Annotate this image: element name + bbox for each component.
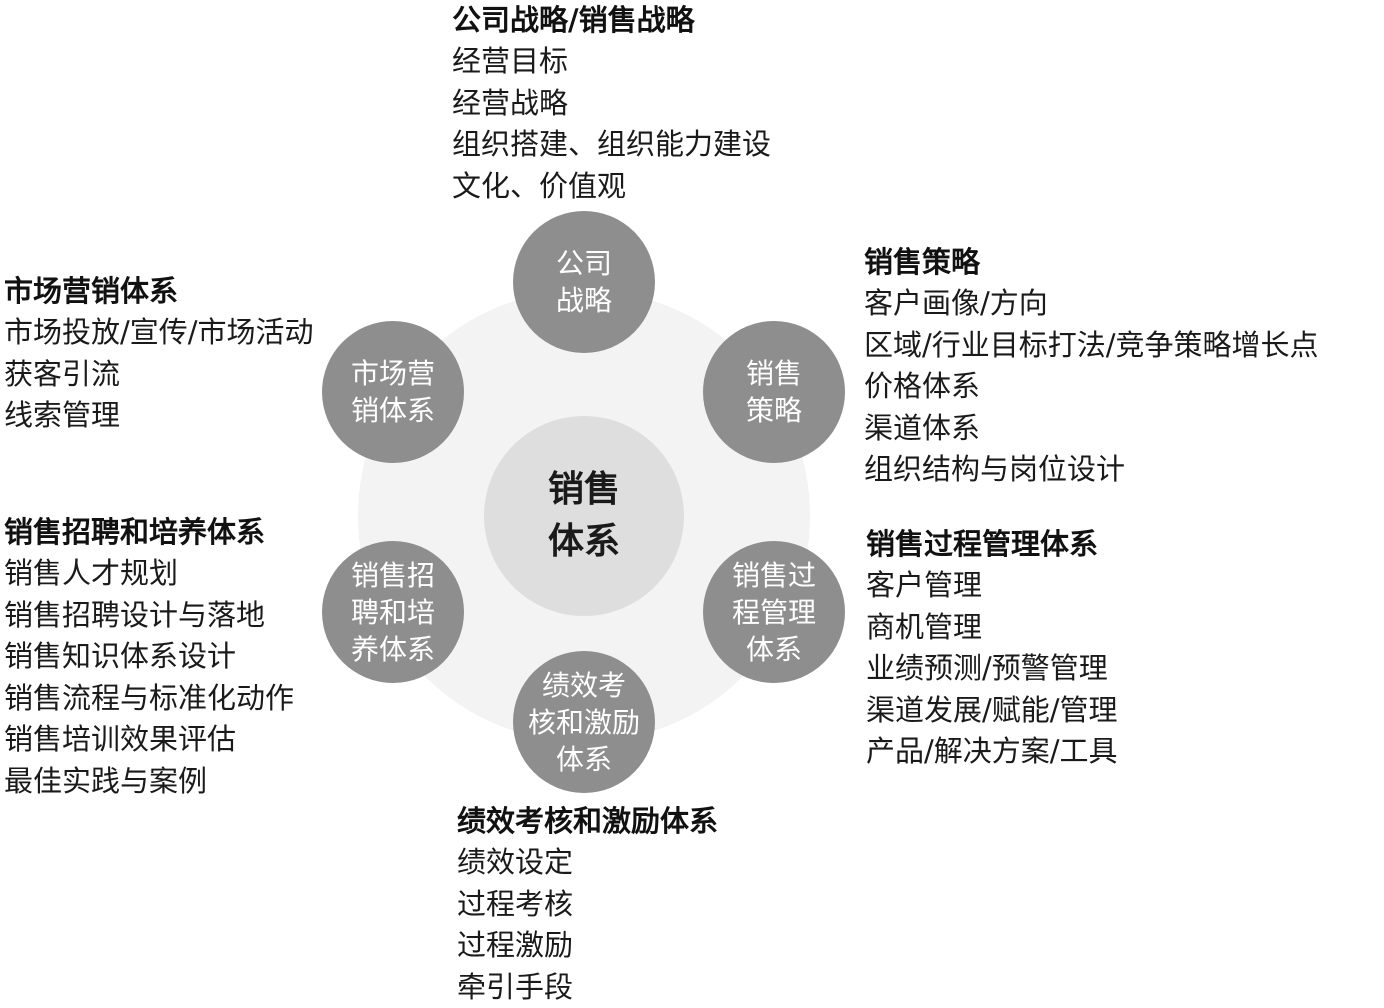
list-item: 渠道体系 bbox=[864, 408, 1319, 450]
node-marketing-label: 市场营 销体系 bbox=[351, 355, 435, 429]
block-company-strategy: 公司战略/销售战略 经营目标 经营战略 组织搭建、组织能力建设 文化、价值观 bbox=[452, 0, 771, 207]
list-item: 客户画像/方向 bbox=[864, 283, 1319, 325]
block-company-strategy-title: 公司战略/销售战略 bbox=[452, 0, 771, 41]
block-performance-incentive-title: 绩效考核和激励体系 bbox=[457, 801, 718, 842]
list-item: 获客引流 bbox=[4, 354, 314, 396]
list-item: 绩效设定 bbox=[457, 842, 718, 884]
node-performance-incentive: 绩效考 核和激励 体系 bbox=[513, 651, 655, 793]
node-recruit-training-label: 销售招 聘和培 养体系 bbox=[351, 557, 435, 668]
list-item: 文化、价值观 bbox=[452, 166, 771, 208]
list-item: 市场投放/宣传/市场活动 bbox=[4, 312, 314, 354]
node-sales-policy-label: 销售 策略 bbox=[746, 355, 802, 429]
list-item: 业绩预测/预警管理 bbox=[866, 648, 1118, 690]
list-item: 经营目标 bbox=[452, 41, 771, 83]
block-recruit-training: 销售招聘和培养体系 销售人才规划 销售招聘设计与落地 销售知识体系设计 销售流程… bbox=[4, 512, 294, 802]
list-item: 客户管理 bbox=[866, 565, 1118, 607]
list-item: 线索管理 bbox=[4, 395, 314, 437]
block-recruit-training-title: 销售招聘和培养体系 bbox=[4, 512, 294, 553]
block-sales-policy-list: 客户画像/方向 区域/行业目标打法/竞争策略增长点 价格体系 渠道体系 组织结构… bbox=[864, 283, 1319, 491]
list-item: 价格体系 bbox=[864, 366, 1319, 408]
list-item: 销售招聘设计与落地 bbox=[4, 595, 294, 637]
list-item: 过程考核 bbox=[457, 884, 718, 926]
node-sales-policy: 销售 策略 bbox=[703, 321, 845, 463]
list-item: 区域/行业目标打法/竞争策略增长点 bbox=[864, 325, 1319, 367]
block-performance-incentive-list: 绩效设定 过程考核 过程激励 牵引手段 bbox=[457, 842, 718, 1008]
list-item: 产品/解决方案/工具 bbox=[866, 731, 1118, 773]
list-item: 组织结构与岗位设计 bbox=[864, 449, 1319, 491]
node-company-strategy: 公司 战略 bbox=[513, 211, 655, 353]
node-marketing: 市场营 销体系 bbox=[322, 321, 464, 463]
list-item: 销售培训效果评估 bbox=[4, 719, 294, 761]
block-sales-process-title: 销售过程管理体系 bbox=[866, 524, 1118, 565]
list-item: 经营战略 bbox=[452, 83, 771, 125]
list-item: 组织搭建、组织能力建设 bbox=[452, 124, 771, 166]
list-item: 销售流程与标准化动作 bbox=[4, 678, 294, 720]
list-item: 牵引手段 bbox=[457, 967, 718, 1008]
block-sales-policy: 销售策略 客户画像/方向 区域/行业目标打法/竞争策略增长点 价格体系 渠道体系… bbox=[864, 242, 1319, 491]
list-item: 销售人才规划 bbox=[4, 553, 294, 595]
list-item: 销售知识体系设计 bbox=[4, 636, 294, 678]
node-sales-process: 销售过 程管理 体系 bbox=[703, 541, 845, 683]
list-item: 渠道发展/赋能/管理 bbox=[866, 690, 1118, 732]
node-company-strategy-label: 公司 战略 bbox=[556, 245, 612, 319]
block-sales-policy-title: 销售策略 bbox=[864, 242, 1319, 283]
block-marketing-title: 市场营销体系 bbox=[4, 271, 314, 312]
list-item: 过程激励 bbox=[457, 925, 718, 967]
center-node-sales-system: 销售体系 bbox=[484, 416, 684, 616]
block-marketing-list: 市场投放/宣传/市场活动 获客引流 线索管理 bbox=[4, 312, 314, 437]
block-recruit-training-list: 销售人才规划 销售招聘设计与落地 销售知识体系设计 销售流程与标准化动作 销售培… bbox=[4, 553, 294, 802]
block-sales-process-list: 客户管理 商机管理 业绩预测/预警管理 渠道发展/赋能/管理 产品/解决方案/工… bbox=[866, 565, 1118, 773]
list-item: 商机管理 bbox=[866, 607, 1118, 649]
list-item: 最佳实践与案例 bbox=[4, 761, 294, 803]
block-marketing: 市场营销体系 市场投放/宣传/市场活动 获客引流 线索管理 bbox=[4, 271, 314, 437]
block-sales-process: 销售过程管理体系 客户管理 商机管理 业绩预测/预警管理 渠道发展/赋能/管理 … bbox=[866, 524, 1118, 773]
node-recruit-training: 销售招 聘和培 养体系 bbox=[322, 541, 464, 683]
node-performance-incentive-label: 绩效考 核和激励 体系 bbox=[528, 667, 640, 778]
block-company-strategy-list: 经营目标 经营战略 组织搭建、组织能力建设 文化、价值观 bbox=[452, 41, 771, 207]
block-performance-incentive: 绩效考核和激励体系 绩效设定 过程考核 过程激励 牵引手段 bbox=[457, 801, 718, 1008]
node-sales-process-label: 销售过 程管理 体系 bbox=[732, 557, 816, 668]
center-node-label: 销售体系 bbox=[544, 464, 624, 568]
